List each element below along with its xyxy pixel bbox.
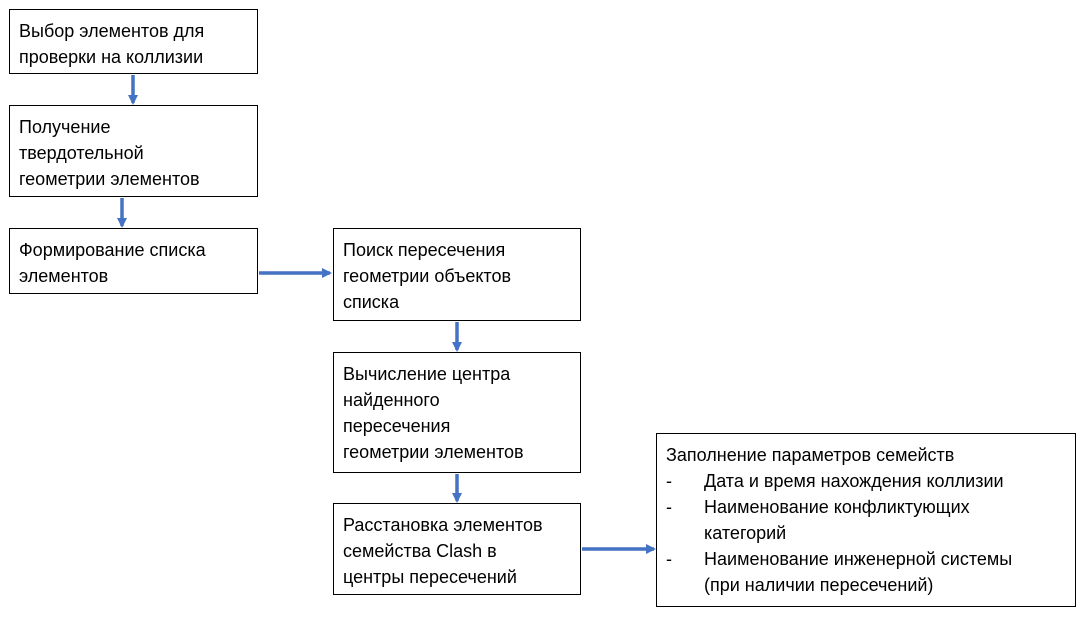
bullet-marker: - bbox=[666, 549, 672, 569]
step-text-line: твердотельной bbox=[19, 143, 144, 163]
params-item-text: Наименование инженерной системы (при нал… bbox=[704, 546, 1012, 598]
params-item-line: (при наличии пересечений) bbox=[704, 575, 934, 595]
step-text-line: найденного bbox=[343, 390, 440, 410]
step-text-line: Расстановка элементов bbox=[343, 515, 543, 535]
bullet-marker: - bbox=[666, 497, 672, 517]
step-text-line: центры пересечений bbox=[343, 567, 517, 587]
params-item-line: категорий bbox=[704, 523, 787, 543]
step-text-line: семейства Clash в bbox=[343, 541, 497, 561]
step-text-line: Формирование списка bbox=[19, 240, 206, 260]
bullet-marker: - bbox=[666, 471, 672, 491]
step-get-geometry: Получение твердотельной геометрии элемен… bbox=[9, 105, 258, 197]
params-box: Заполнение параметров семейств - Дата и … bbox=[656, 433, 1076, 607]
params-item: - Наименование инженерной системы (при н… bbox=[666, 546, 1067, 598]
step-text-line: Вычисление центра bbox=[343, 364, 511, 384]
params-item-text: Дата и время нахождения коллизии bbox=[704, 468, 1004, 494]
params-title: Заполнение параметров семейств bbox=[666, 445, 955, 465]
step-compute-center: Вычисление центра найденного пересечения… bbox=[333, 352, 581, 473]
step-text-line: Выбор элементов для bbox=[19, 21, 205, 41]
step-text-line: пересечения bbox=[343, 416, 451, 436]
params-item-text: Наименование конфликтующих категорий bbox=[704, 494, 970, 546]
step-text-line: геометрии элементов bbox=[19, 169, 200, 189]
step-find-intersections: Поиск пересечения геометрии объектов спи… bbox=[333, 228, 581, 321]
step-text-line: Поиск пересечения bbox=[343, 240, 506, 260]
step-form-list: Формирование списка элементов bbox=[9, 228, 258, 294]
params-item: - Дата и время нахождения коллизии bbox=[666, 468, 1067, 494]
params-item-line: Дата и время нахождения коллизии bbox=[704, 471, 1004, 491]
step-text-line: проверки на коллизии bbox=[19, 47, 204, 67]
step-select-elements: Выбор элементов для проверки на коллизии bbox=[9, 9, 258, 74]
step-text-line: Получение bbox=[19, 117, 111, 137]
step-text-line: элементов bbox=[19, 266, 109, 286]
params-item: - Наименование конфликтующих категорий bbox=[666, 494, 1067, 546]
params-item-line: Наименование конфликтующих bbox=[704, 497, 970, 517]
step-text-line: геометрии элементов bbox=[343, 442, 524, 462]
params-item-line: Наименование инженерной системы bbox=[704, 549, 1013, 569]
step-text-line: списка bbox=[343, 292, 400, 312]
step-text-line: геометрии объектов bbox=[343, 266, 512, 286]
step-place-clash-elements: Расстановка элементов семейства Clash в … bbox=[333, 503, 581, 595]
